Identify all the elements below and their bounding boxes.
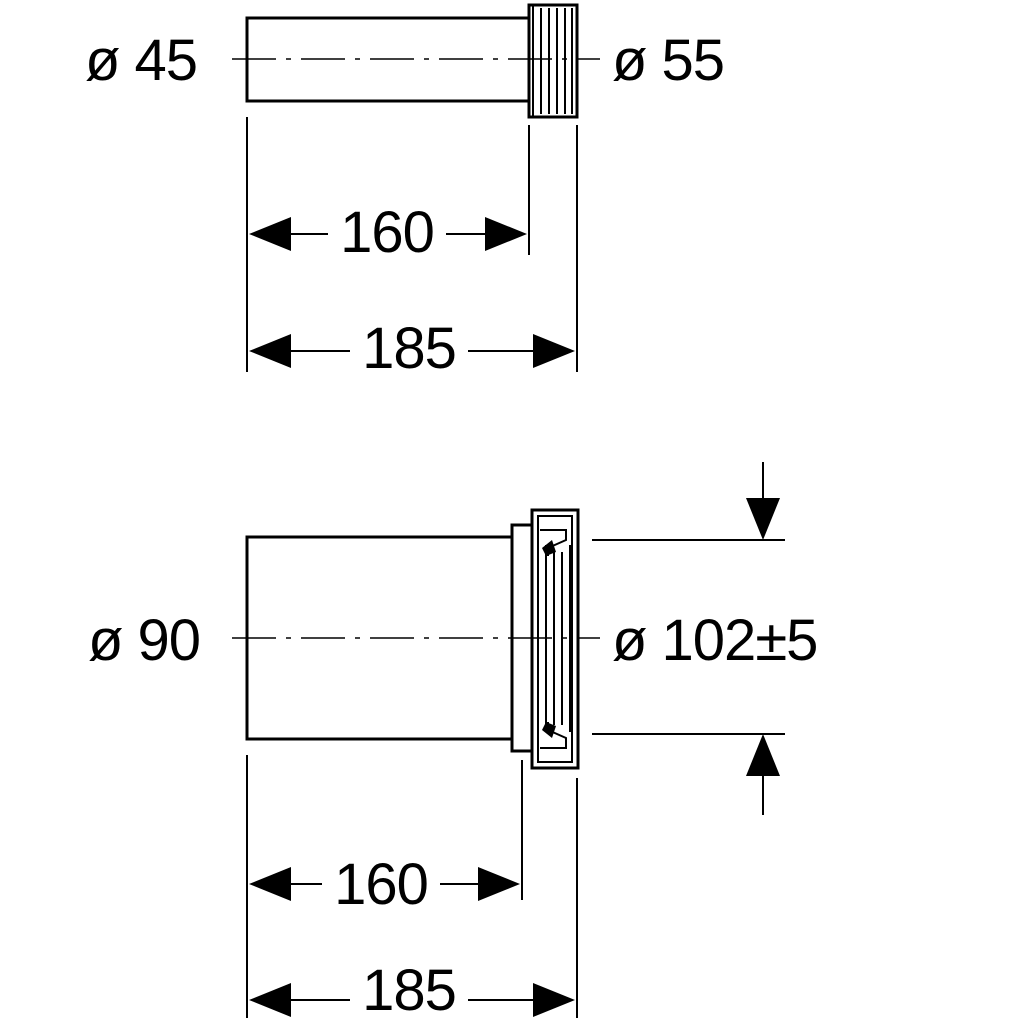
arrow-right-icon — [485, 217, 527, 251]
arrow-right-icon — [533, 334, 575, 368]
top-diameter-left-label: ø 45 — [85, 28, 197, 93]
arrow-left-icon — [249, 867, 291, 901]
bottom-diameter-left-label: ø 90 — [88, 608, 200, 673]
top-length-inner-label: 160 — [340, 200, 434, 265]
top-dimension-160: 160 — [249, 200, 527, 265]
bottom-length-inner-label: 160 — [334, 852, 428, 917]
arrow-left-icon — [249, 334, 291, 368]
bottom-diameter-right-label: ø 102±5 — [612, 608, 817, 673]
top-dimension-185: 185 — [249, 316, 575, 381]
bottom-pipe: ø 90 ø 102±5 160 185 — [88, 462, 818, 1023]
arrow-right-icon — [478, 867, 520, 901]
arrow-left-icon — [249, 217, 291, 251]
arrow-right-icon — [533, 983, 575, 1017]
top-pipe-thread — [527, 3, 579, 119]
arrow-down-icon — [746, 498, 780, 540]
arrow-up-icon — [746, 734, 780, 776]
bottom-dimension-185: 185 — [249, 958, 575, 1023]
bottom-length-overall-label: 185 — [362, 958, 456, 1023]
top-length-overall-label: 185 — [362, 316, 456, 381]
top-diameter-right-label: ø 55 — [612, 28, 724, 93]
bottom-dimension-160: 160 — [249, 852, 520, 917]
arrow-left-icon — [249, 983, 291, 1017]
bottom-pipe-seal — [530, 508, 580, 770]
top-pipe: ø 45 ø 55 160 185 — [85, 3, 725, 381]
